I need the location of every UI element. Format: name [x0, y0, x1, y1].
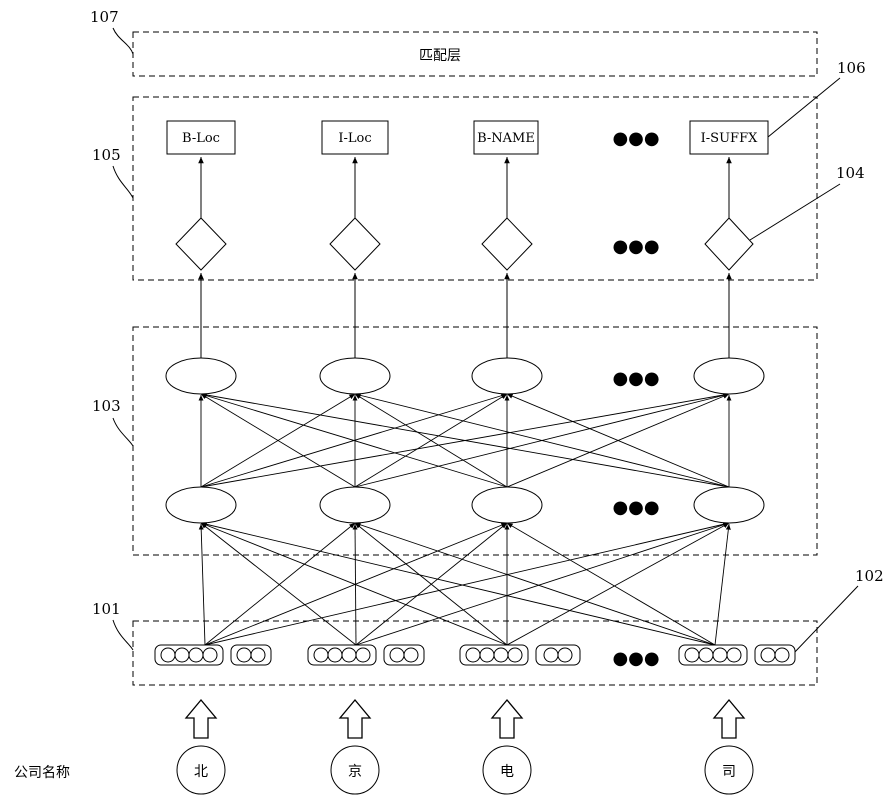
diamond-2: [329, 217, 381, 271]
ref-102-leader: [792, 585, 859, 655]
tag-b-name: B-NAME: [473, 120, 539, 155]
company-name-label: 公司名称: [14, 765, 70, 781]
hidden-connections: [198, 392, 732, 488]
ref-107: 107: [90, 8, 119, 26]
ref-105-leader: [112, 165, 134, 199]
input-char-1: 北: [194, 764, 208, 780]
ref-101: 101: [92, 600, 121, 618]
feature-vector-1: [230, 644, 272, 666]
lower-node-1: [165, 486, 237, 524]
upper-node-3: [471, 357, 543, 395]
tag-i-suffx-label: I-SUFFX: [701, 131, 758, 146]
input-arrow-1: [184, 698, 218, 739]
diamond-3: [481, 217, 533, 271]
ref-104: 104: [836, 164, 865, 182]
ref-106: 106: [837, 59, 866, 77]
upper-node-1: [165, 357, 237, 395]
char-vector-2: [307, 644, 377, 666]
ref-102: 102: [855, 567, 884, 585]
input-char-2: 京: [348, 764, 362, 780]
feature-vector-3: [535, 644, 581, 666]
feature-vector-4: [754, 644, 796, 666]
char-vector-3: [459, 644, 529, 666]
matching-layer-label: 匹配层: [419, 48, 461, 64]
tag-i-loc-label: I-Loc: [338, 131, 371, 146]
diamonds: [175, 217, 754, 271]
input-chars: 北 京 电 司: [176, 745, 754, 795]
upper-hidden-nodes: [165, 357, 765, 395]
char-vector-4: [678, 644, 748, 666]
ref-103-leader: [112, 417, 134, 447]
embedding-connections: [198, 521, 731, 646]
lower-node-3: [471, 486, 543, 524]
hidden-layer-box: [132, 326, 818, 556]
tag-i-loc: I-Loc: [321, 120, 389, 155]
ellipsis-diamonds: ●●●: [612, 236, 659, 257]
upper-to-diamond-arrows: [198, 273, 732, 358]
lower-node-2: [319, 486, 391, 524]
ellipsis-embeddings: ●●●: [612, 648, 659, 669]
diamond-4: [704, 217, 754, 271]
output-layer-box: [132, 96, 818, 281]
ref-104-leader: [749, 183, 841, 241]
ellipsis-lower-nodes: ●●●: [612, 497, 659, 518]
input-char-3: 电: [500, 764, 514, 780]
lower-hidden-nodes: [165, 486, 765, 524]
input-char-4: 司: [722, 764, 736, 780]
diamond-1: [175, 217, 227, 271]
ellipsis-upper-nodes: ●●●: [612, 368, 659, 389]
ref-101-leader: [112, 619, 134, 651]
ref-107-leader: [112, 27, 134, 55]
char-vector-1: [154, 644, 224, 666]
ref-103: 103: [92, 397, 121, 415]
tag-b-loc-label: B-Loc: [182, 131, 220, 146]
input-arrow-3: [490, 698, 524, 739]
lower-node-4: [693, 486, 765, 524]
tag-i-suffx: I-SUFFX: [689, 120, 769, 155]
ellipsis-tags: ●●●: [612, 128, 659, 149]
input-arrow-4: [712, 698, 746, 739]
input-arrow-2: [338, 698, 372, 739]
ref-105: 105: [92, 146, 121, 164]
embeddings: [154, 644, 796, 666]
feature-vector-2: [383, 644, 425, 666]
matching-layer-box: [132, 31, 818, 77]
embedding-layer-box: [132, 620, 818, 686]
ref-106-leader: [767, 77, 841, 138]
tag-b-name-label: B-NAME: [477, 131, 535, 146]
diamond-to-tag-arrows: [198, 157, 732, 218]
tag-b-loc: B-Loc: [166, 120, 236, 155]
upper-node-4: [693, 357, 765, 395]
upper-node-2: [319, 357, 391, 395]
input-arrows: [184, 698, 746, 739]
